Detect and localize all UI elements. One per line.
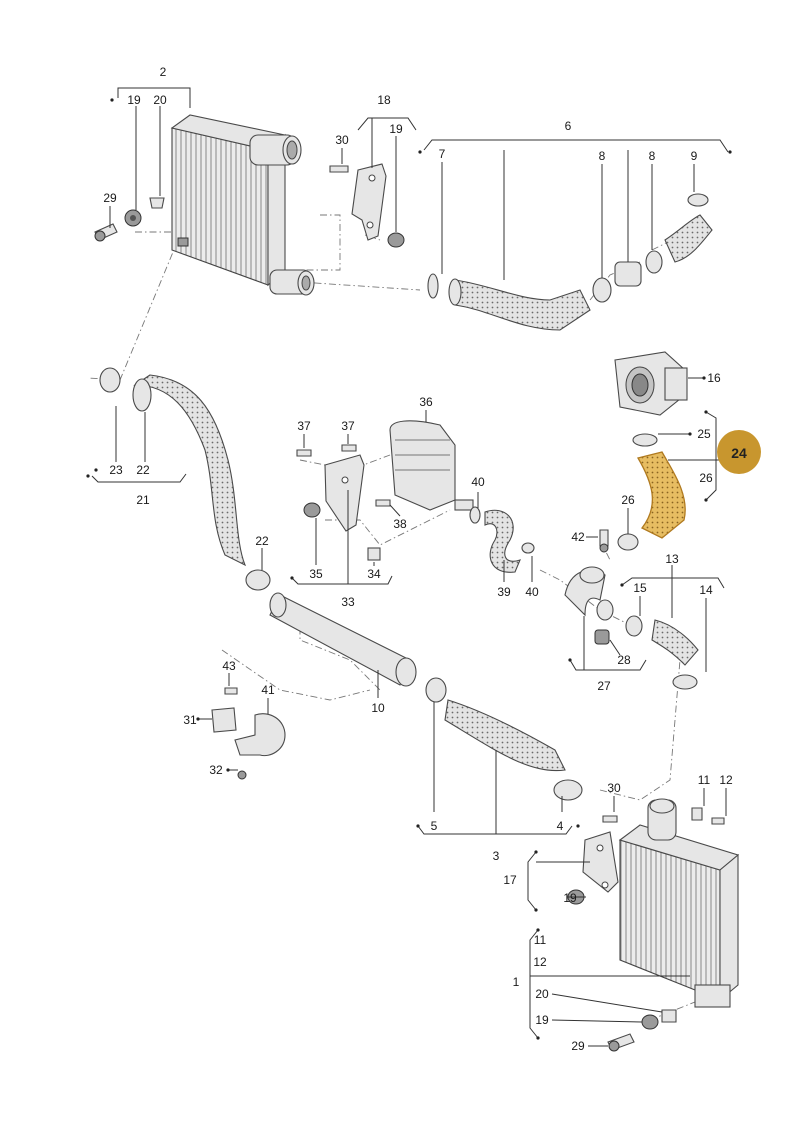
label-40-upper: 40	[471, 475, 485, 489]
label-10: 10	[371, 701, 385, 715]
callout-labels: 2 19 20 29 18 30 19 6 7 8 8 9 16 25 26 2…	[103, 65, 733, 1053]
label-6: 6	[565, 119, 572, 133]
label-19-upper: 19	[389, 122, 403, 136]
throttle-housing	[614, 351, 688, 416]
label-14: 14	[699, 583, 713, 597]
bracket-upper	[329, 163, 405, 248]
label-26-upper: 26	[699, 471, 713, 485]
label-19-lower: 19	[563, 891, 577, 905]
hose-39	[469, 506, 535, 573]
label-16: 16	[707, 371, 721, 385]
label-17: 17	[503, 873, 517, 887]
label-22-right: 22	[255, 534, 269, 548]
label-32: 32	[209, 763, 223, 777]
label-5: 5	[431, 819, 438, 833]
label-29-upper-left: 29	[103, 191, 117, 205]
intercooler-upper-left	[170, 114, 315, 296]
label-19-bottom: 19	[535, 1013, 549, 1027]
label-38: 38	[393, 517, 407, 531]
intercooler-lower-right	[618, 798, 740, 1008]
label-2: 2	[160, 65, 167, 79]
grommets-lower-right	[607, 1009, 677, 1052]
label-23: 23	[109, 463, 123, 477]
resonator-36	[389, 420, 474, 511]
label-36: 36	[419, 395, 433, 409]
clamp-26-lower	[599, 529, 639, 553]
highlighted-hose-24	[637, 451, 686, 539]
pipe-10	[269, 592, 417, 687]
label-41: 41	[261, 683, 275, 697]
grommets-upper-left	[94, 197, 165, 242]
label-31: 31	[183, 713, 197, 727]
label-33: 33	[341, 595, 355, 609]
label-12-lower: 12	[533, 955, 547, 969]
label-1: 1	[513, 975, 520, 989]
label-4: 4	[557, 819, 564, 833]
hose-21	[99, 367, 271, 591]
label-35: 35	[309, 567, 323, 581]
label-29-lower: 29	[571, 1039, 585, 1053]
label-11-upper: 11	[698, 773, 711, 787]
label-30-upper: 30	[335, 133, 349, 147]
mount-41	[211, 687, 286, 780]
leader-lines	[91, 87, 729, 1047]
bracket-33	[296, 444, 391, 561]
leader-dots	[86, 98, 732, 1040]
label-15: 15	[633, 581, 647, 595]
label-42: 42	[571, 530, 585, 544]
label-27: 27	[597, 679, 611, 693]
label-8-left: 8	[599, 149, 606, 163]
label-3: 3	[493, 849, 500, 863]
label-25: 25	[697, 427, 711, 441]
pipe-27	[564, 566, 614, 645]
label-28: 28	[617, 653, 631, 667]
hose-13	[625, 615, 699, 690]
hose-upper	[427, 193, 713, 331]
label-13: 13	[665, 552, 679, 566]
label-34: 34	[367, 567, 381, 581]
label-18: 18	[377, 93, 391, 107]
highlight-badge-24[interactable]: 24	[717, 430, 761, 474]
label-30-lower: 30	[607, 781, 621, 795]
label-26-lower: 26	[621, 493, 635, 507]
label-20-upper-left: 20	[153, 93, 167, 107]
label-39: 39	[497, 585, 511, 599]
label-37-right: 37	[341, 419, 355, 433]
label-12-upper: 12	[719, 773, 733, 787]
label-7: 7	[439, 147, 446, 161]
label-8-right: 8	[649, 149, 656, 163]
label-9: 9	[691, 149, 698, 163]
label-11-lower: 11	[534, 933, 547, 947]
seal-ring-25	[632, 433, 658, 447]
label-20-lower: 20	[535, 987, 549, 1001]
label-22-left: 22	[136, 463, 150, 477]
label-19-upper-left: 19	[127, 93, 141, 107]
hose-lower-3	[425, 677, 583, 801]
label-37-left: 37	[297, 419, 311, 433]
label-43: 43	[222, 659, 236, 673]
label-40-lower: 40	[525, 585, 539, 599]
label-21: 21	[136, 493, 150, 507]
label-24: 24	[731, 445, 747, 461]
